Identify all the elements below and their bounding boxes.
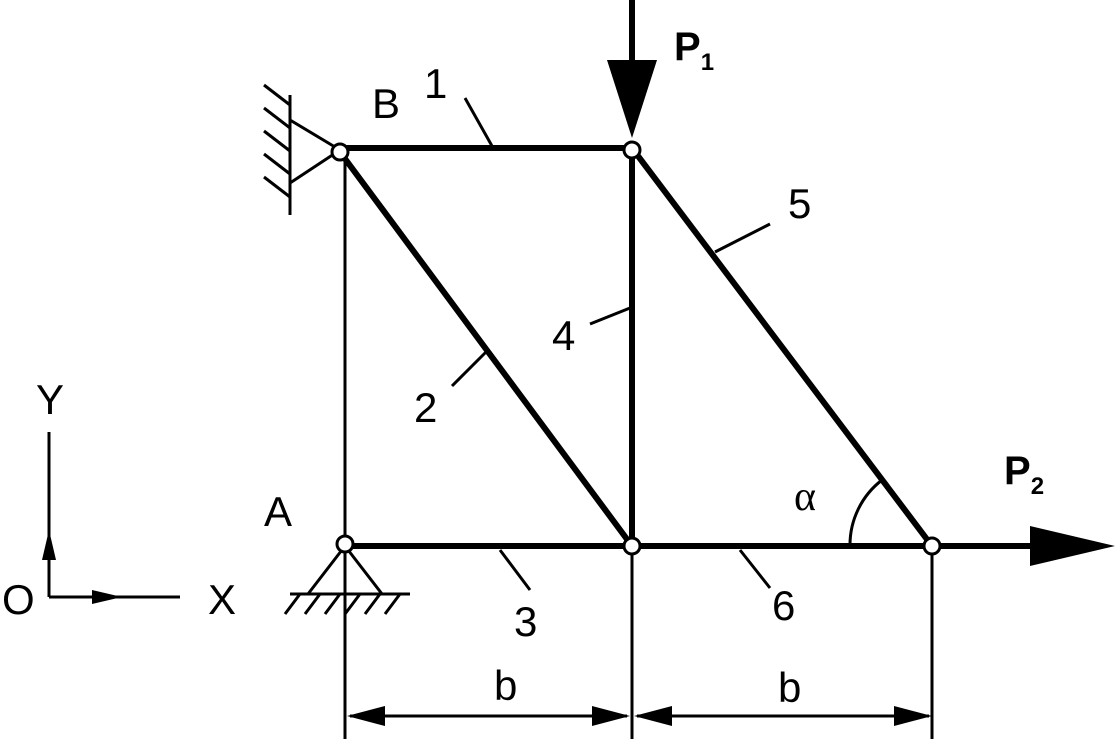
label-member-1: 1 bbox=[424, 60, 447, 107]
label-member-3: 3 bbox=[514, 598, 537, 645]
angle-arc bbox=[848, 478, 883, 547]
label-point-a: A bbox=[264, 488, 292, 535]
joint-a bbox=[335, 534, 355, 554]
label-dimension-left: b bbox=[494, 662, 517, 709]
label-origin: O bbox=[2, 576, 35, 623]
joint-right bbox=[922, 536, 942, 556]
leader-member-4 bbox=[589, 306, 631, 326]
label-load-p1: P1 bbox=[674, 25, 714, 76]
load-p1-arrowhead bbox=[607, 60, 657, 138]
label-member-2: 2 bbox=[414, 384, 437, 431]
label-axis-y: Y bbox=[36, 376, 64, 423]
label-point-b: B bbox=[372, 80, 400, 127]
leader-member-5 bbox=[714, 222, 771, 254]
joint-b bbox=[330, 142, 350, 162]
label-dimension-right: b bbox=[778, 664, 801, 711]
leader-member-3 bbox=[498, 549, 532, 591]
leader-member-2 bbox=[450, 348, 490, 388]
leader-member-1 bbox=[463, 97, 494, 147]
label-load-p2: P2 bbox=[1004, 449, 1044, 500]
label-member-5: 5 bbox=[788, 180, 811, 227]
coordinate-system bbox=[42, 432, 180, 604]
support-a bbox=[283, 545, 410, 615]
load-p2-arrowhead bbox=[1030, 526, 1115, 566]
member-2 bbox=[337, 149, 635, 549]
member-5 bbox=[629, 145, 935, 549]
dimension-left bbox=[347, 706, 630, 726]
dimension-right bbox=[634, 706, 932, 726]
leader-member-6 bbox=[738, 549, 772, 589]
support-b bbox=[263, 83, 341, 215]
joint-top-middle bbox=[622, 140, 642, 160]
label-axis-x: X bbox=[208, 576, 236, 623]
joint-bottom-middle bbox=[622, 536, 642, 556]
label-member-6: 6 bbox=[772, 582, 795, 629]
label-angle-alpha: α bbox=[794, 474, 816, 520]
label-member-4: 4 bbox=[552, 312, 575, 359]
